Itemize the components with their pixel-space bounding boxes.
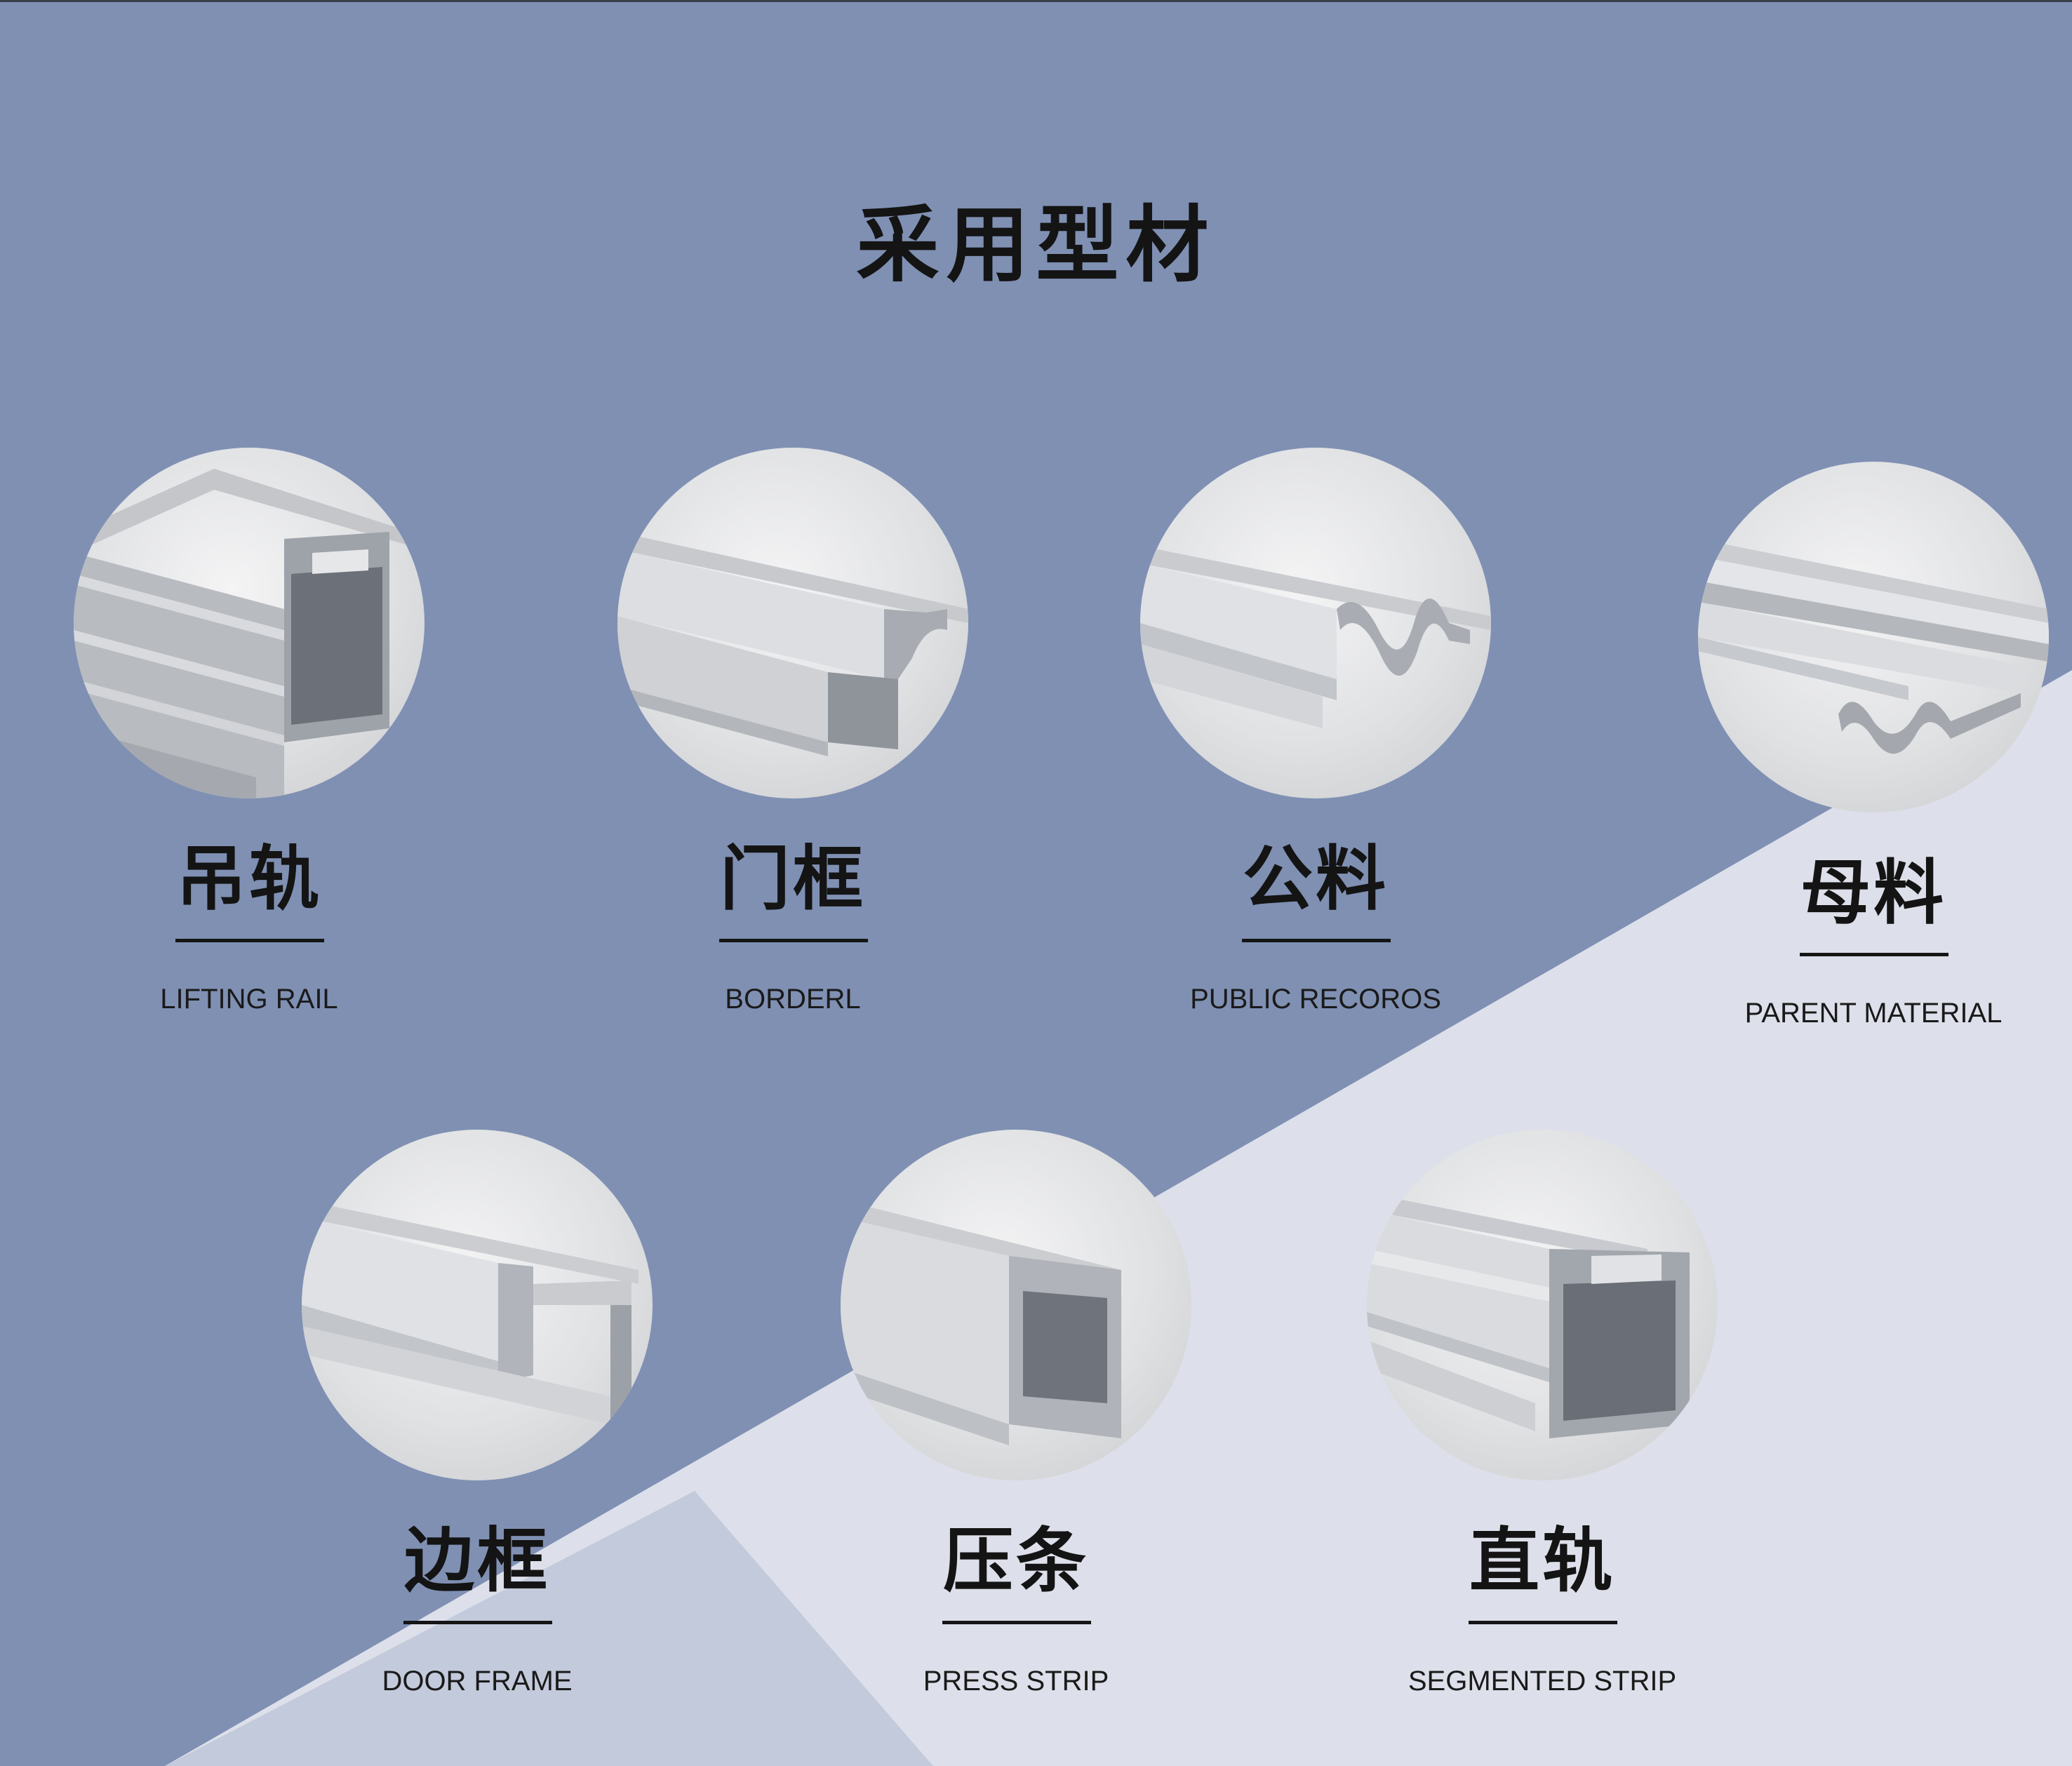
profile-card-door-frame: 边框 DOOR FRAME (232, 1130, 723, 1747)
underline-divider (403, 1621, 552, 1624)
profile-image-press-strip (841, 1130, 1191, 1480)
profile-name-cn: 吊轨 (176, 838, 322, 920)
profile-name-cn: 压条 (943, 1520, 1089, 1602)
profile-image-public-recoros (1140, 448, 1491, 798)
page-title: 采用型材 (856, 196, 1216, 293)
profile-name-en: PRESS STRIP (923, 1666, 1109, 1697)
profile-name-en: BORDERL (725, 984, 861, 1015)
profile-name-en: PUBLIC RECOROS (1190, 984, 1441, 1015)
profile-image-door-frame (302, 1130, 653, 1480)
profile-name-en: SEGMENTED STRIP (1408, 1666, 1677, 1697)
underline-divider (719, 939, 868, 942)
profile-card-segmented-strip: 直轨 SEGMENTED STRIP (1297, 1130, 1788, 1747)
profile-card-public-recoros: 公料 PUBLIC RECOROS (1070, 448, 1561, 1065)
underline-divider (1800, 953, 1949, 956)
profile-card-parent-material: 母料 PARENT MATERIAL (1628, 462, 2072, 1079)
profile-image-segmented-strip (1367, 1130, 1718, 1480)
profile-name-cn: 边框 (404, 1520, 550, 1602)
profile-name-cn: 公料 (1243, 838, 1389, 920)
underline-divider (175, 939, 324, 942)
profile-image-borderl (617, 448, 968, 798)
profile-image-parent-material (1698, 462, 2049, 812)
profile-name-en: DOOR FRAME (382, 1666, 573, 1697)
profile-card-press-strip: 压条 PRESS STRIP (770, 1130, 1262, 1747)
underline-divider (942, 1621, 1091, 1624)
profile-name-cn: 母料 (1800, 852, 1946, 934)
profile-name-en: LIFTING RAIL (160, 984, 338, 1015)
underline-divider (1242, 939, 1391, 942)
profile-image-lifting-rail (74, 448, 425, 798)
profile-card-borderl: 门框 BORDERL (547, 448, 1038, 1065)
profile-card-lifting-rail: 吊轨 LIFTING RAIL (4, 448, 495, 1065)
profile-name-en: PARENT MATERIAL (1744, 998, 2003, 1029)
profile-name-cn: 门框 (720, 838, 866, 920)
profile-name-cn: 直轨 (1469, 1520, 1615, 1602)
underline-divider (1469, 1621, 1617, 1624)
